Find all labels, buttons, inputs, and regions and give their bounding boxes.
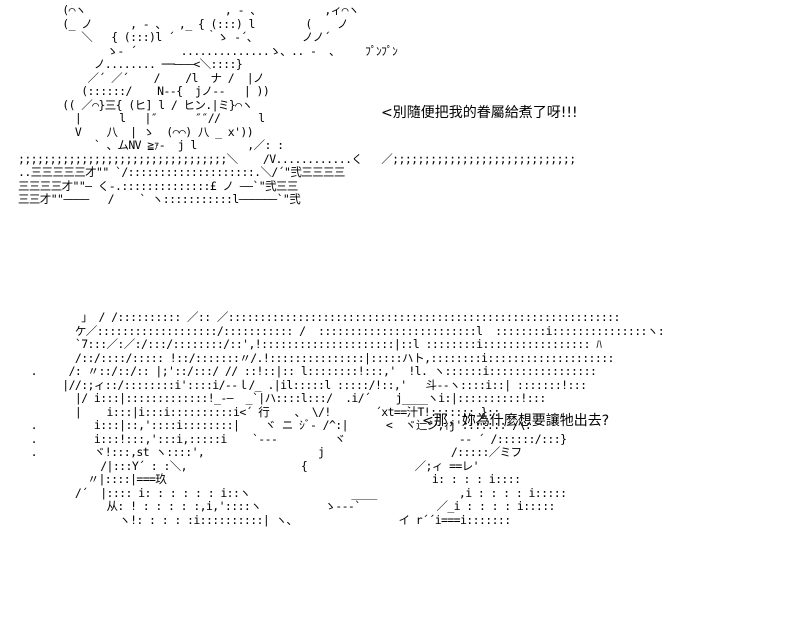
dialogue-line-2: <那，妳為什麼想要讓牠出去? xyxy=(422,413,610,429)
dialogue-line-1: <別隨便把我的眷屬給煮了呀!!! xyxy=(381,105,578,121)
ascii-art-girl-closeup: 」 / /:::::::::: ／:: ／:::::::::::::::::::… xyxy=(30,310,665,527)
ascii-art-ghost-and-cat: (⌒ヽ , - 、 ,ィ⌒ヽ (_ ノ , - 、 ,_ { (:::) l (… xyxy=(18,3,576,206)
